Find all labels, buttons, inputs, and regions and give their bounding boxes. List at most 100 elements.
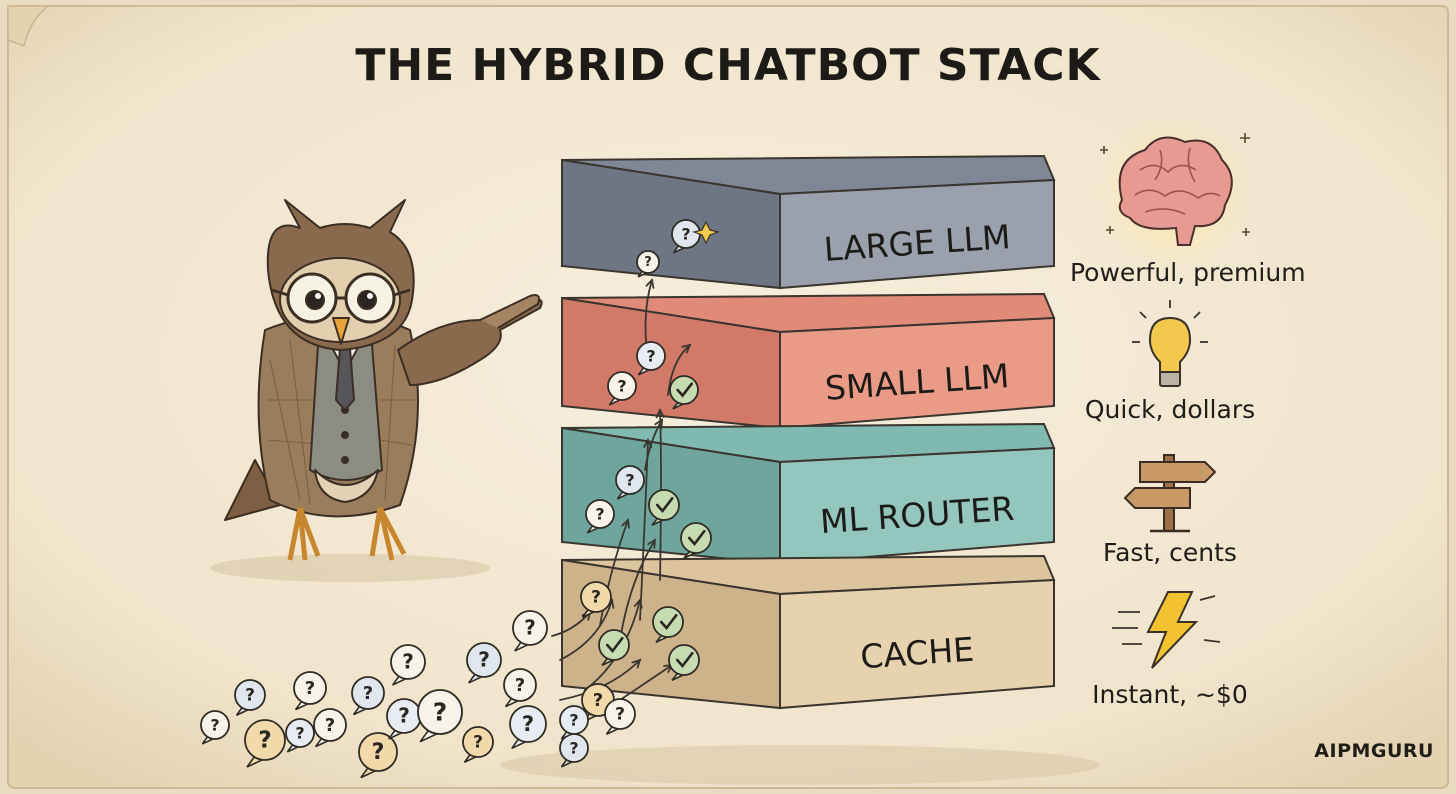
question-bubble: ? (285, 718, 315, 753)
question-glyph: ? (305, 678, 315, 699)
question-bubble: ? (509, 705, 547, 750)
feature-label-cache: Instant, ~$0 (1092, 680, 1248, 709)
question-bubble: ? (585, 499, 615, 534)
brand-watermark: AIPMGURU (1314, 740, 1434, 762)
question-glyph: ? (433, 697, 448, 726)
layer-label-cache: CACHE (859, 630, 975, 677)
flow-arrow (659, 409, 662, 581)
layer-large-llm: LARGE LLM (561, 154, 1056, 290)
layer-front-face (779, 578, 1055, 710)
feature-label-large-llm: Powerful, premium (1070, 258, 1306, 287)
question-glyph: ? (681, 224, 690, 243)
flow-arrow (667, 344, 691, 396)
check-bubble (652, 606, 684, 643)
question-glyph: ? (617, 376, 626, 395)
question-bubble: ? (244, 719, 286, 768)
question-glyph: ? (593, 690, 603, 711)
question-bubble: ? (417, 689, 463, 743)
check-icon (659, 613, 678, 631)
signpost-icon (1123, 454, 1217, 533)
question-glyph: ? (478, 647, 490, 671)
flow-arrow (599, 519, 629, 626)
question-glyph: ? (325, 715, 335, 736)
check-icon (605, 636, 624, 654)
check-bubble (598, 629, 630, 666)
query-bubbles: ??????????????????????????? (200, 219, 721, 779)
question-glyph: ? (591, 588, 601, 608)
question-bubble: ? (313, 708, 347, 748)
check-icon (655, 496, 674, 514)
question-bubble: ? (200, 710, 230, 745)
feature-label-ml-router: Fast, cents (1103, 538, 1237, 567)
question-glyph: ? (245, 686, 255, 706)
question-bubble: ? (615, 465, 645, 500)
question-bubble: ? (512, 610, 548, 652)
layer-small-llm: SMALL LLM (561, 292, 1056, 430)
question-bubble: ? (462, 726, 494, 763)
question-bubble: ? (390, 644, 426, 686)
check-icon (687, 529, 706, 547)
question-bubble: ? (604, 698, 636, 735)
flow-arrow (619, 664, 673, 701)
question-bubble: ? (559, 705, 589, 740)
question-glyph: ? (398, 703, 410, 727)
flow-arrows (551, 278, 692, 701)
sparkle-icon (691, 220, 721, 245)
question-glyph: ? (625, 470, 634, 489)
question-glyph: ? (569, 738, 578, 757)
question-glyph: ? (515, 675, 525, 696)
question-glyph: ? (615, 705, 625, 725)
check-icon (675, 651, 694, 669)
layer-ml-router: ML ROUTER (561, 422, 1056, 566)
brain-icon (1094, 117, 1250, 273)
arrow-head (681, 343, 692, 354)
question-glyph: ? (258, 728, 271, 754)
question-bubble: ? (503, 668, 537, 708)
question-glyph: ? (372, 740, 385, 765)
question-glyph: ? (569, 710, 578, 729)
check-bubble (668, 644, 700, 681)
question-bubble: ? (386, 698, 422, 740)
question-glyph: ? (473, 733, 483, 753)
owl-professor-illustration (224, 199, 543, 561)
question-glyph: ? (644, 255, 652, 270)
arrow-head (621, 518, 630, 529)
arrow-head (631, 658, 642, 669)
question-bubble: ? (351, 676, 385, 716)
check-bubble (680, 522, 712, 559)
layer-front-face (779, 446, 1055, 566)
flow-arrow (644, 419, 663, 471)
question-bubble: ? (636, 341, 666, 376)
arrow-head (647, 538, 657, 549)
layer-front-face (779, 178, 1055, 290)
question-glyph: ? (210, 715, 219, 734)
flow-arrow (559, 599, 613, 661)
layer-front-face (779, 316, 1055, 430)
check-bubble (648, 489, 680, 526)
diagram-title: THE HYBRID CHATBOT STACK (355, 40, 1101, 91)
question-glyph: ? (646, 346, 655, 365)
question-glyph: ? (363, 683, 373, 704)
question-bubble: ? (607, 371, 637, 406)
question-glyph: ? (402, 649, 414, 673)
question-bubble: ? (358, 732, 398, 779)
question-glyph: ? (595, 504, 604, 523)
lightning-icon (1112, 591, 1221, 669)
question-glyph: ? (295, 723, 304, 742)
question-glyph: ? (524, 615, 536, 639)
arrow-head (655, 408, 665, 419)
question-bubble: ? (234, 679, 266, 716)
arrow-head (645, 278, 655, 289)
check-icon (676, 382, 693, 398)
feature-label-small-llm: Quick, dollars (1084, 395, 1256, 424)
question-bubble: ? (636, 250, 660, 278)
question-bubble: ? (580, 581, 612, 618)
question-bubble: ? (466, 642, 502, 684)
arrow-head (654, 418, 664, 429)
flow-arrow (619, 539, 656, 641)
question-glyph: ? (522, 712, 534, 736)
question-bubble: ? (293, 671, 327, 711)
